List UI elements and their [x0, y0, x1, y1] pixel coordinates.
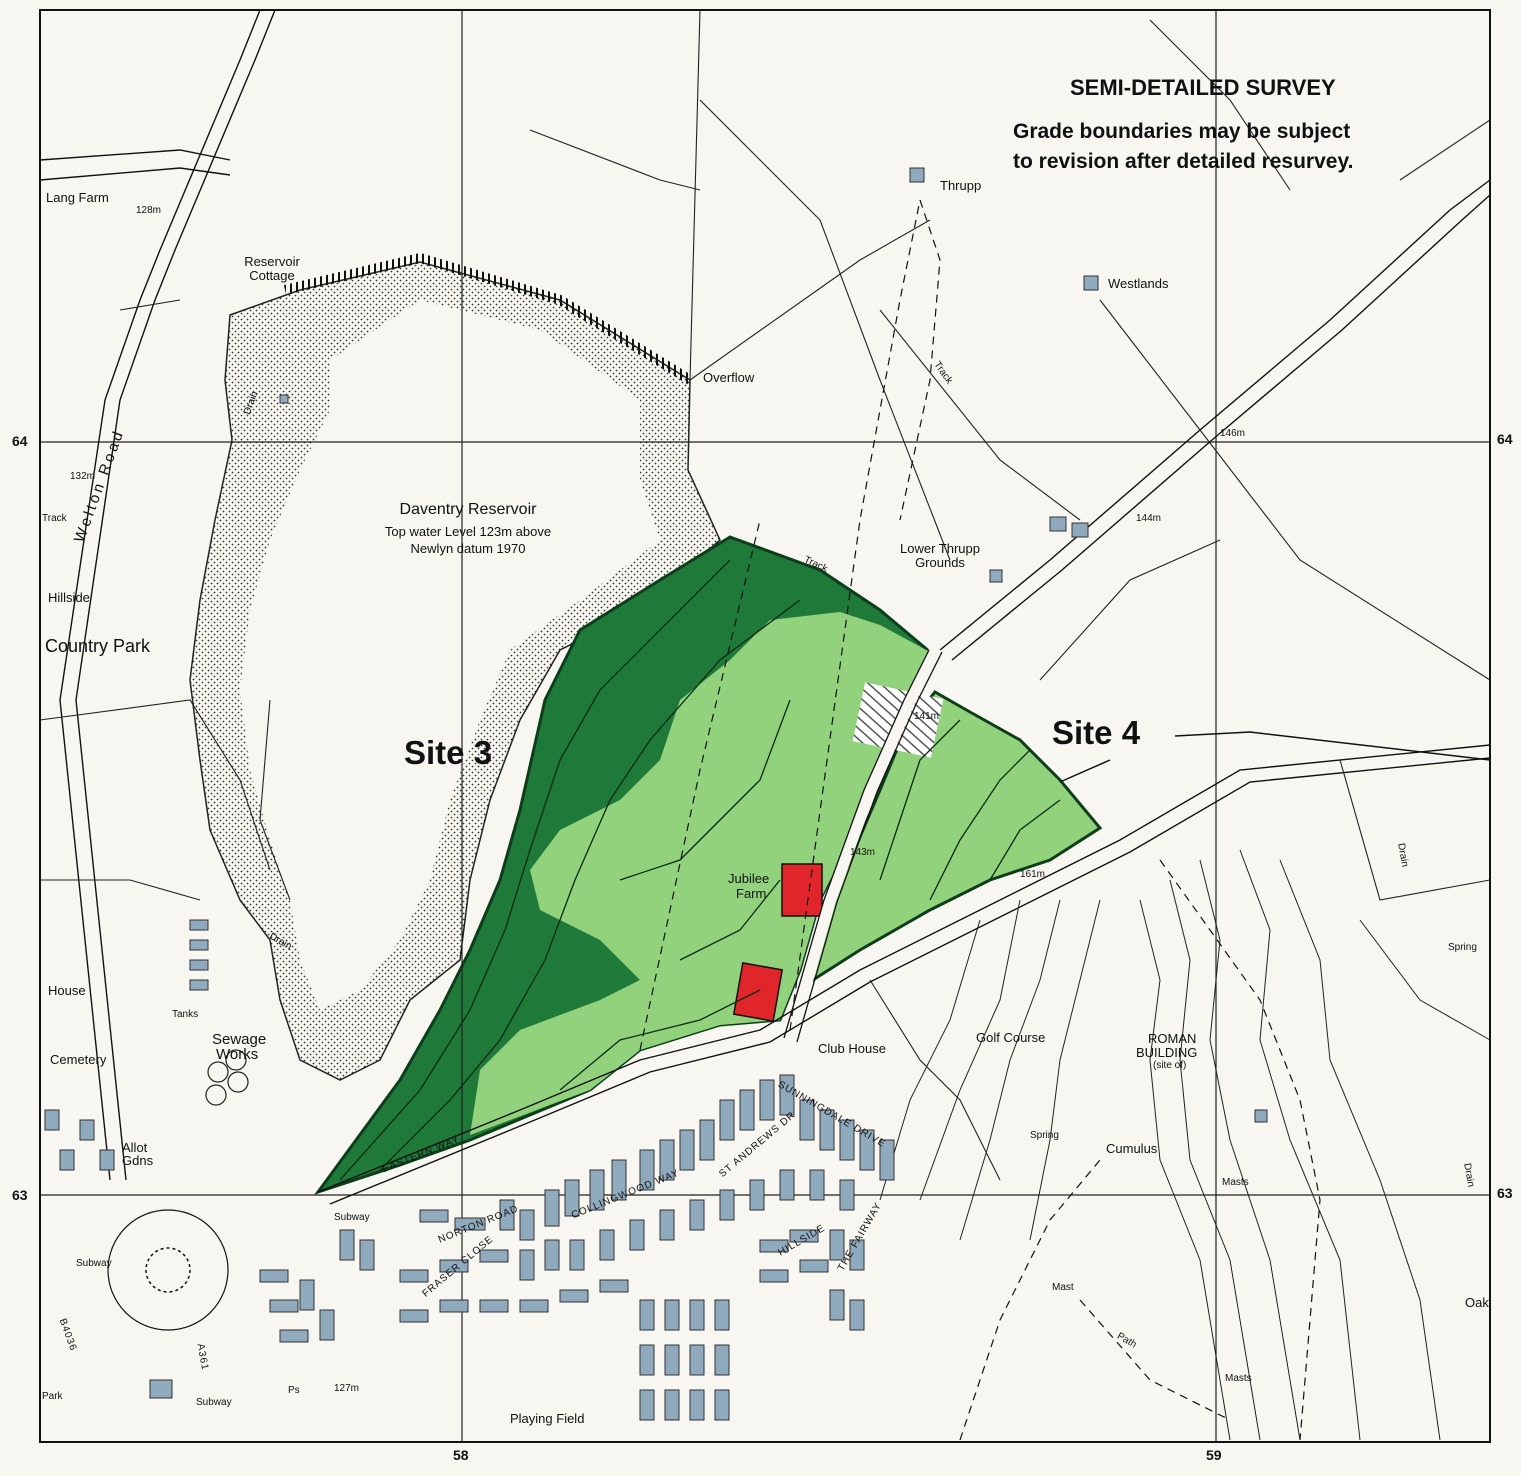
farm-access-road [784, 647, 941, 1042]
tracks [639, 199, 1321, 1441]
label-spring: Spring [1030, 1130, 1059, 1141]
label-building: BUILDING [1136, 1045, 1198, 1060]
label-thrupp: Thrupp [940, 178, 982, 193]
label-track-3: Track [42, 513, 67, 524]
label-house: House [48, 983, 86, 998]
survey-title: SEMI-DETAILED SURVEY [1070, 75, 1336, 100]
label-tanks: Tanks [172, 1009, 199, 1020]
spot-height-161: 161m [1020, 869, 1046, 880]
site4-label: Site 4 [1052, 714, 1141, 751]
grid-label-right-64: 64 [1497, 431, 1513, 447]
label-gdns: Gdns [122, 1153, 154, 1168]
label-ps: Ps [288, 1385, 300, 1396]
spot-height-128: 128m [136, 205, 162, 216]
roundabout [145, 1247, 191, 1293]
reservoir-datum: Newlyn datum 1970 [410, 541, 526, 556]
spot-height-143: 143m [850, 847, 876, 858]
spot-height-127: 127m [334, 1383, 360, 1394]
label-oak: Oak [1465, 1295, 1489, 1310]
label-lower-thrupp: Lower Thrupp [900, 541, 980, 556]
farm-building-south [732, 962, 784, 1022]
label-mast: Mast [1052, 1282, 1074, 1293]
label-farm: Farm [736, 886, 767, 901]
contours-site3 [339, 559, 801, 1181]
label-subway-1: Subway [334, 1212, 370, 1223]
label-overflow: Overflow [703, 370, 755, 385]
label-club-house: Club House [818, 1041, 886, 1056]
label-lang-farm: Lang Farm [46, 190, 109, 205]
label-playing-field: Playing Field [510, 1411, 585, 1426]
label-subway-2: Subway [76, 1258, 112, 1269]
label-allot: Allot [122, 1140, 148, 1155]
reservoir-name: Daventry Reservoir [399, 501, 537, 518]
label-grounds: Grounds [915, 555, 965, 570]
label-reservoir-cottage-1: Reservoir [244, 254, 300, 269]
label-cumulus: Cumulus [1106, 1141, 1158, 1156]
reservoir-dam [283, 252, 693, 385]
spot-height-144: 144m [1136, 513, 1162, 524]
grid-label-left-64: 64 [12, 433, 28, 449]
housing-estate [44, 167, 1268, 1421]
reservoir-water [240, 300, 660, 1010]
label-sewage: Sewage [212, 1031, 267, 1048]
map-frame [39, 9, 1491, 1443]
grade-light-area-site3 [470, 612, 930, 1135]
contours-site4 [879, 719, 1061, 901]
label-spring-2: Spring [1448, 942, 1477, 953]
label-works: Works [216, 1046, 259, 1063]
label-masts-1: Masts [1222, 1177, 1249, 1188]
field-boundaries [39, 9, 1491, 1181]
site4-leader [1174, 731, 1491, 761]
grid-label-right-63: 63 [1497, 1185, 1513, 1201]
label-subway-3: Subway [196, 1397, 232, 1408]
label-masts-2: Masts [1225, 1373, 1252, 1384]
label-roman: ROMAN [1148, 1031, 1197, 1046]
contours-east [879, 849, 1491, 1441]
grade-light-area-site4 [802, 690, 1103, 989]
label-cemetery: Cemetery [50, 1052, 107, 1067]
label-jubilee: Jubilee [728, 871, 770, 886]
grid-label-bottom-58: 58 [453, 1447, 469, 1463]
label-country-park: Country Park [45, 636, 151, 656]
roads [39, 9, 1491, 1205]
survey-note-line1: Grade boundaries may be subject [1013, 120, 1351, 143]
sewage-tanks [205, 1049, 249, 1106]
grid-label-left-63: 63 [12, 1187, 28, 1203]
label-park: Park [42, 1391, 63, 1402]
label-westlands: Westlands [1108, 276, 1169, 291]
label-hillside: Hillside [48, 590, 90, 605]
reservoir-level: Top water Level 123m above [384, 524, 552, 539]
site3-label: Site 3 [404, 734, 493, 771]
survey-note-line2: to revision after detailed resurvey. [1013, 150, 1354, 173]
label-reservoir-cottage-2: Cottage [249, 268, 295, 283]
jubilee-farm-building [781, 863, 823, 917]
spot-height-132: 132m [70, 471, 96, 482]
label-golf-course: Golf Course [976, 1030, 1046, 1045]
label-site-of: (site of) [1153, 1060, 1187, 1071]
spot-height-141: 141m [914, 711, 940, 722]
grid-label-bottom-59: 59 [1206, 1447, 1222, 1463]
spot-height-146: 146m [1220, 428, 1246, 439]
